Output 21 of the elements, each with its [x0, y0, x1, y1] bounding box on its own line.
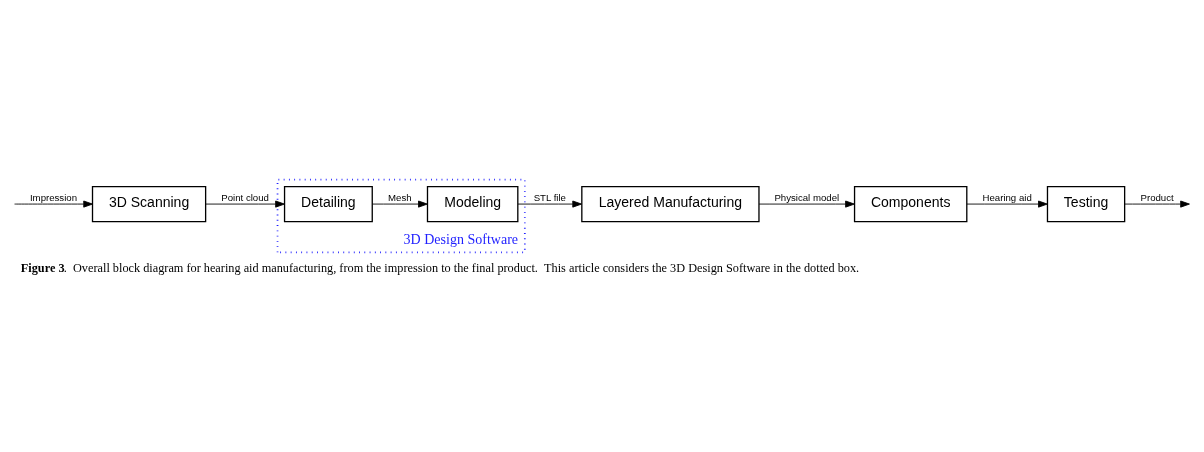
edge-label: Hearing aid: [982, 192, 1032, 204]
node-box: Testing: [1046, 185, 1126, 223]
node-box: 3D Scanning: [91, 185, 207, 223]
edge-label: Point cloud: [221, 192, 269, 204]
arrow: [1124, 200, 1190, 208]
arrow: [966, 200, 1048, 208]
arrow: [372, 200, 428, 208]
edge-label: STL file: [533, 192, 566, 204]
arrow: [205, 200, 285, 208]
node-box: Layered Manufacturing: [581, 185, 760, 223]
edge-label: Physical model: [774, 192, 840, 204]
node-box: Components: [853, 185, 968, 223]
arrow: [758, 200, 855, 208]
caption: Figure 3. Overall block diagram for hearing aid manufacturing, from the impression to the final product. This article considers the 3D Design Software in the dotted box.: [20, 260, 860, 275]
node-box: Detailing: [283, 185, 373, 223]
edge-label: Product: [1140, 192, 1174, 204]
arrow: [517, 200, 582, 208]
edge-label: Mesh: [388, 192, 412, 204]
edge-label: Impression: [29, 192, 78, 204]
arrow: [14, 200, 93, 208]
node-box: Modeling: [426, 185, 519, 223]
